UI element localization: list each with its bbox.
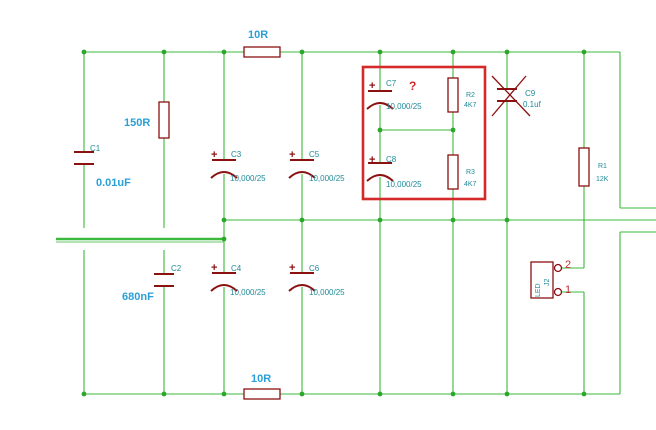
resistor-r2-ref: R2 <box>466 92 475 99</box>
resistor-r1-ref: R1 <box>598 163 607 170</box>
capacitor-c6-ref: C6 <box>309 264 320 273</box>
capacitor-c6-value: 10,000/25 <box>309 288 345 297</box>
resistor-10r-top: 10R <box>243 29 281 58</box>
capacitor-c7-ref: C7 <box>386 79 397 88</box>
capacitor-c1-ref: C1 <box>90 144 101 153</box>
svg-text:+: + <box>211 149 217 161</box>
resistor-r3-value: 4K7 <box>464 181 477 188</box>
svg-text:+: + <box>289 262 295 274</box>
capacitor-c7: + C7 10,000/25 <box>366 79 422 111</box>
capacitor-c6: + C6 10,000/25 <box>288 262 345 297</box>
capacitor-c4-value: 10,000/25 <box>230 288 266 297</box>
capacitor-c9-ref: C9 <box>525 89 536 98</box>
capacitor-c3-ref: C3 <box>231 150 242 159</box>
svg-text:+: + <box>211 262 217 274</box>
connector-j2-pin1: 1 <box>565 284 571 296</box>
capacitor-c7-value: 10,000/25 <box>386 102 422 111</box>
highlight-box: ? <box>361 65 487 201</box>
capacitor-c1-value: 0.01uF <box>96 177 131 189</box>
connector-j2-name: LED <box>535 283 542 297</box>
resistor-10r-bottom: 10R <box>243 373 281 400</box>
connector-j2: LED J2 2 1 <box>530 259 571 299</box>
resistor-r2-value: 4K7 <box>464 102 477 109</box>
capacitor-c8: + C8 10,000/25 <box>366 154 422 189</box>
capacitor-c2-ref: C2 <box>171 264 182 273</box>
svg-text:+: + <box>289 149 295 161</box>
resistor-10r-top-value: 10R <box>248 29 268 41</box>
capacitor-c9: C9 0.1uf <box>491 75 542 117</box>
svg-text:+: + <box>369 80 375 92</box>
capacitor-c5-value: 10,000/25 <box>309 174 345 183</box>
resistor-r3-ref: R3 <box>466 169 475 176</box>
resistor-150r-value: 150R <box>124 117 150 129</box>
capacitor-c5: + C5 10,000/25 <box>288 149 345 183</box>
capacitor-c8-ref: C8 <box>386 155 397 164</box>
connector-j2-ref: J2 <box>544 279 551 287</box>
capacitor-c5-ref: C5 <box>309 150 320 159</box>
resistor-r3: R3 4K7 <box>447 154 477 190</box>
connector-j2-pin2: 2 <box>565 259 571 271</box>
capacitor-c3-value: 10,000/25 <box>230 174 266 183</box>
resistor-150r: 150R <box>124 101 170 139</box>
capacitor-c8-value: 10,000/25 <box>386 180 422 189</box>
resistor-r1-value: 12K <box>596 176 609 183</box>
capacitor-c1: C1 0.01uF <box>74 144 131 189</box>
resistor-r2: R2 4K7 <box>447 77 477 113</box>
capacitor-c2-value: 680nF <box>122 291 154 303</box>
capacitor-c9-value: 0.1uf <box>523 100 542 109</box>
resistor-r1: R1 12K <box>578 147 609 187</box>
wires <box>56 51 656 395</box>
svg-text:+: + <box>369 154 375 166</box>
capacitor-c4-ref: C4 <box>231 264 242 273</box>
capacitor-c2: C2 680nF <box>122 264 182 303</box>
capacitor-c3: + C3 10,000/25 <box>210 149 266 183</box>
resistor-10r-bottom-value: 10R <box>251 373 271 385</box>
capacitor-c4: + C4 10,000/25 <box>210 262 266 297</box>
question-mark: ? <box>409 79 416 93</box>
junction-dots <box>81 49 587 397</box>
